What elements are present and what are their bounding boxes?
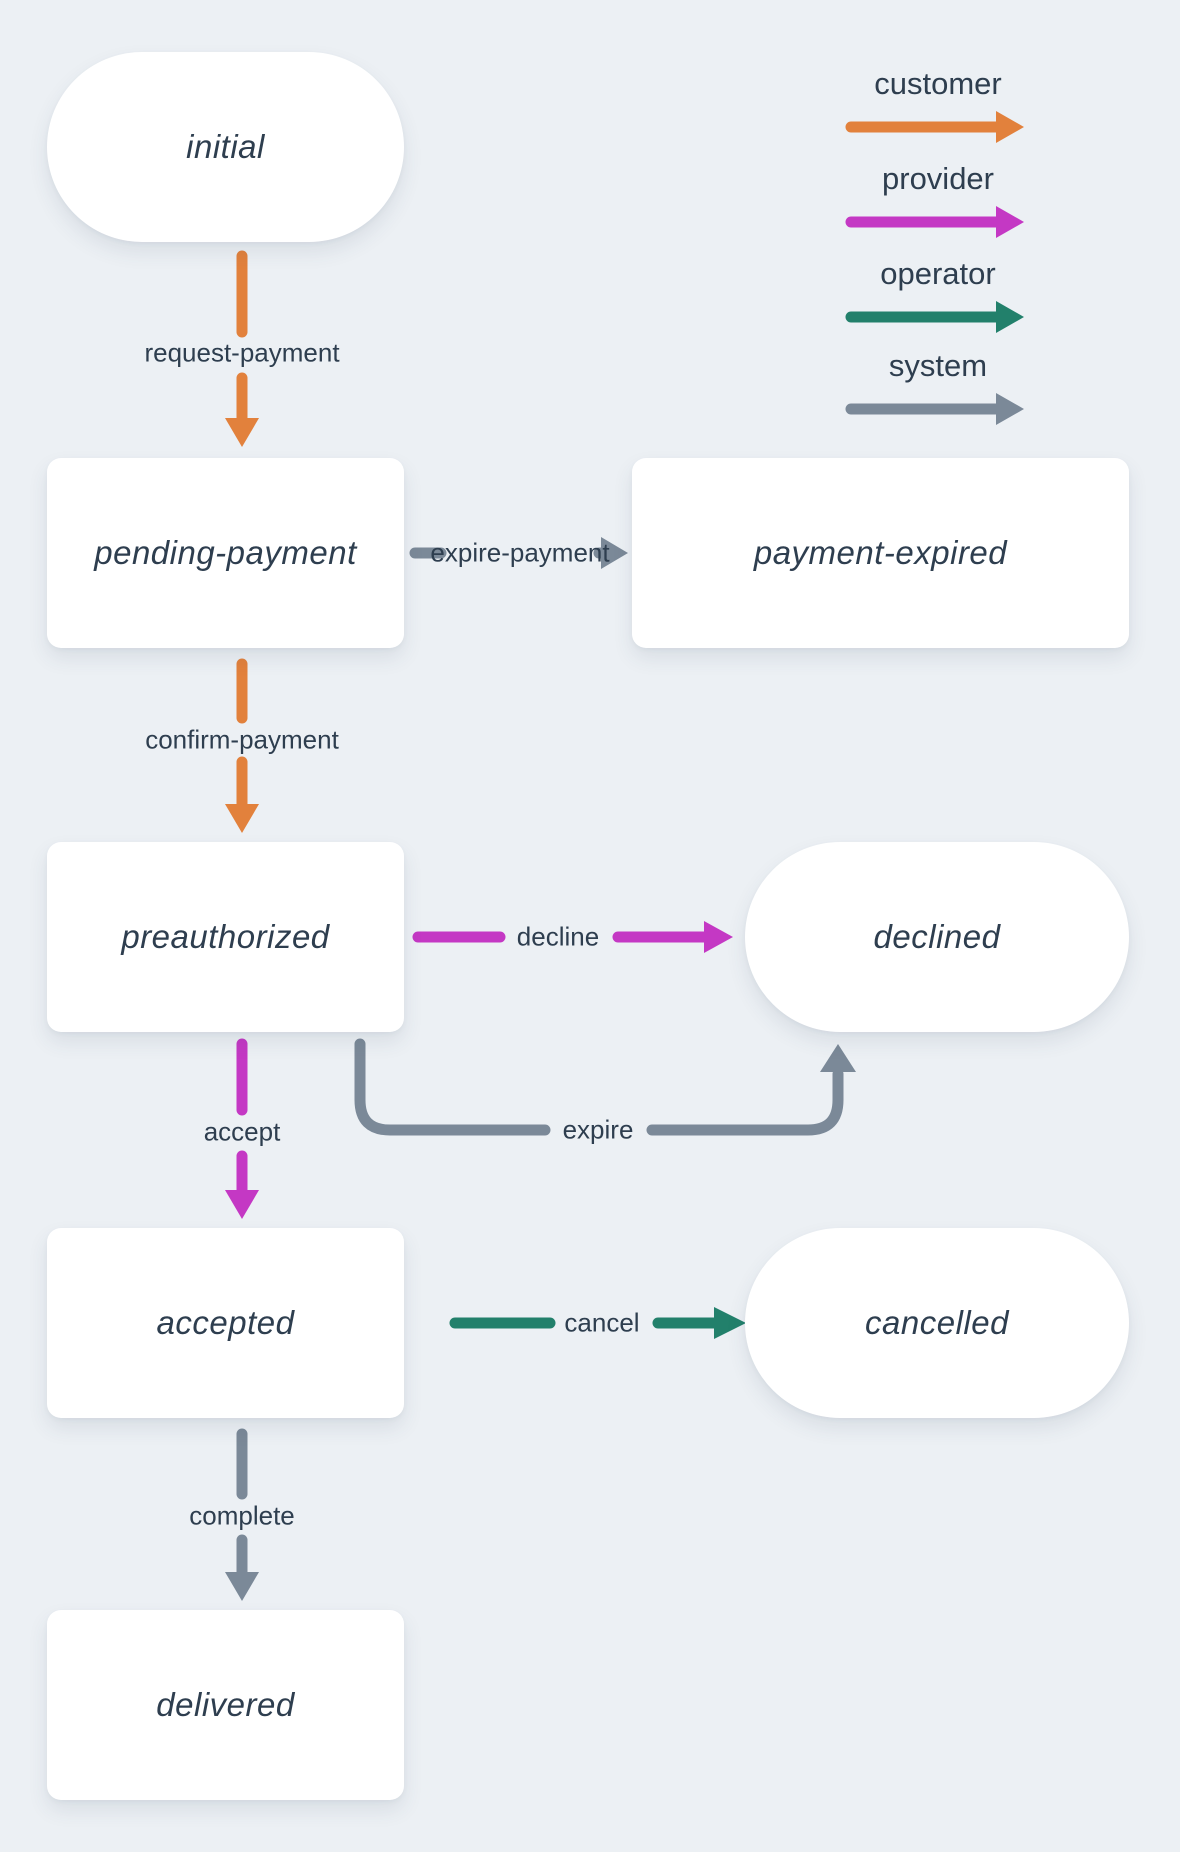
legend-label-customer: customer [874,66,1002,101]
state-initial: initial [47,52,404,242]
state-declined-label: declined [873,918,1001,955]
arrow-expire [354,1038,856,1136]
arrow-expire-payment [409,537,628,569]
state-delivered: delivered [47,1610,404,1800]
state-accepted-label: accepted [156,1304,295,1341]
state-initial-label: initial [186,128,265,165]
state-preauthorized-label: preauthorized [121,918,330,955]
state-declined: declined [745,842,1129,1032]
transition-label-cancel: cancel [564,1307,640,1338]
legend-arrow-provider [845,206,1024,238]
state-cancelled: cancelled [745,1228,1129,1418]
legend-arrow-operator [845,301,1024,333]
transition-label-accept: accept [203,1116,281,1147]
arrow-complete [225,1428,259,1601]
state-accepted: accepted [47,1228,404,1418]
legend-arrow-customer [845,111,1024,143]
transition-label-expire: expire [562,1114,634,1145]
arrow-decline [412,921,733,953]
arrow-accept [225,1038,259,1219]
transition-label-expire-payment: expire-payment [430,537,610,568]
state-payment-expired: payment-expired [632,458,1129,648]
arrow-confirm-payment [225,658,259,833]
state-pending-payment: pending-payment [47,458,404,648]
transition-label-request-payment: request-payment [144,337,340,368]
legend-arrow-system [845,393,1024,425]
arrow-request-payment [225,250,259,447]
state-pending-payment-label: pending-payment [94,534,357,571]
arrow-cancel [449,1307,746,1339]
legend-label-provider: provider [882,161,994,196]
state-delivered-label: delivered [156,1686,295,1723]
state-payment-expired-label: payment-expired [753,534,1008,571]
state-cancelled-label: cancelled [865,1304,1009,1341]
legend-label-operator: operator [880,256,996,291]
legend-label-system: system [888,348,988,383]
transition-label-confirm-payment: confirm-payment [145,724,339,755]
transition-label-decline: decline [516,921,600,952]
state-preauthorized: preauthorized [47,842,404,1032]
transition-label-complete: complete [189,1500,295,1531]
